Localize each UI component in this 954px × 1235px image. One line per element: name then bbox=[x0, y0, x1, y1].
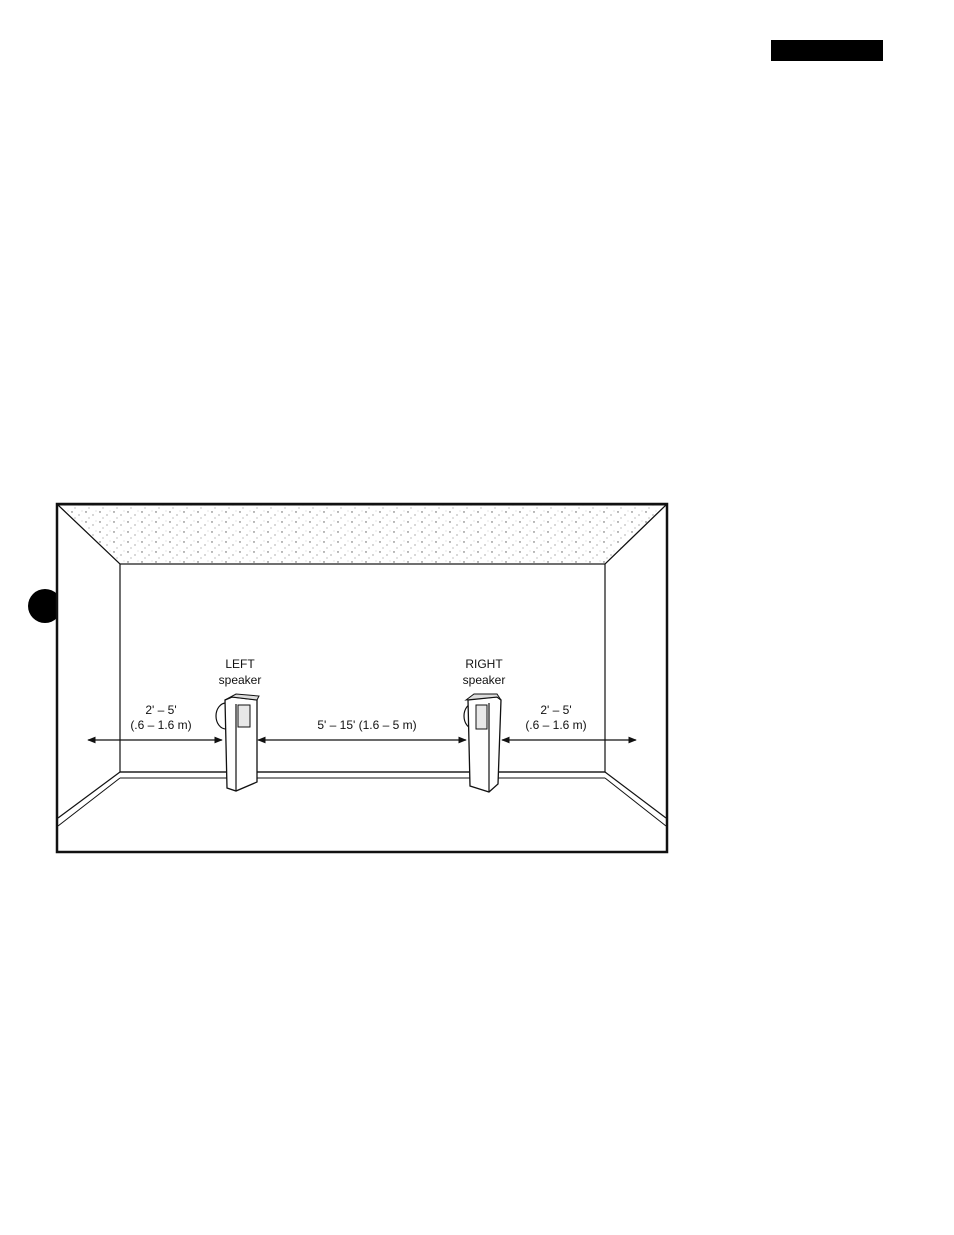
left-speaker-label-line1: LEFT bbox=[225, 657, 255, 671]
left-speaker-label-line2: speaker bbox=[219, 673, 262, 687]
right-speaker-icon bbox=[464, 694, 501, 792]
room-ceiling bbox=[58, 505, 666, 564]
right-speaker-label-line2: speaker bbox=[463, 673, 506, 687]
left-distance-label-feet: 2' – 5' bbox=[145, 703, 176, 717]
center-distance-label: 5' – 15' (1.6 – 5 m) bbox=[317, 718, 416, 732]
right-speaker-label-line1: RIGHT bbox=[465, 657, 503, 671]
right-distance-label-feet: 2' – 5' bbox=[540, 703, 571, 717]
right-distance-label-meters: (.6 – 1.6 m) bbox=[525, 718, 586, 732]
left-distance-label-meters: (.6 – 1.6 m) bbox=[130, 718, 191, 732]
